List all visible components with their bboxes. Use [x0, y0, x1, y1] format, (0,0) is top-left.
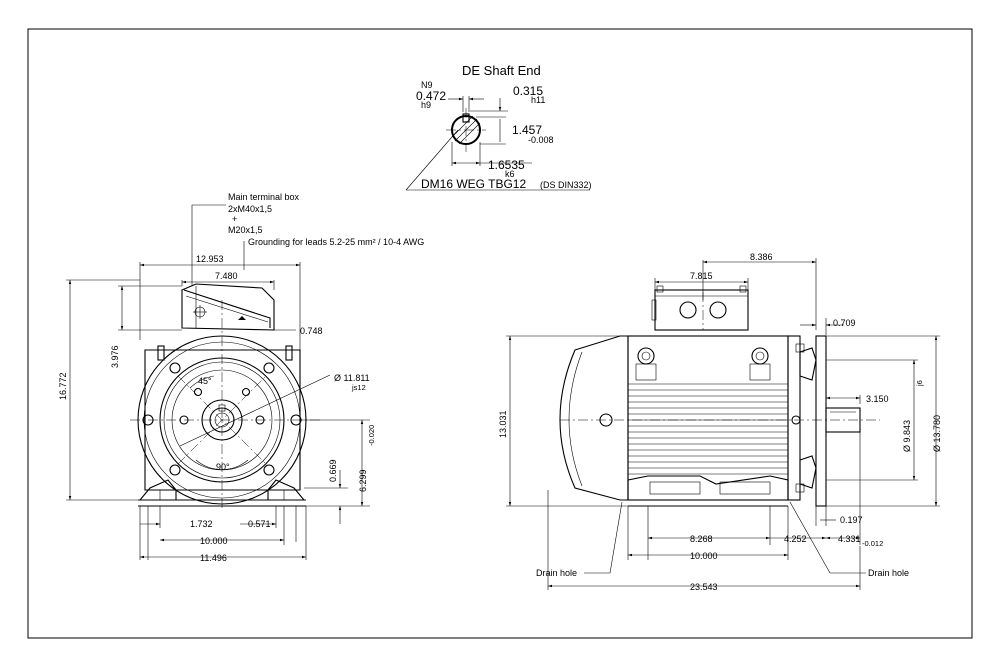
dim-foot-hole: 1.732: [190, 519, 213, 529]
dim-shaft-length: 3.150: [866, 394, 889, 404]
dim-foot-to-flange: 4.252: [784, 534, 807, 544]
depth-value: 1.457: [512, 123, 542, 137]
dim-shaft-ext: 4.331: [838, 534, 861, 544]
dim-foot-spacing: 10.000: [200, 536, 228, 546]
dim-top-overall: 12.953: [196, 254, 224, 264]
dim-box-width: 7.815: [690, 271, 713, 281]
dim-flange-od: Ø 13.780: [932, 415, 942, 452]
key-width-value: 0.472: [416, 89, 446, 103]
dim-foot-thickness: 0.669: [328, 459, 338, 482]
side-view: 7.815 8.386 0.709: [498, 252, 942, 592]
dim-box-offset: 0.748: [300, 326, 323, 336]
side-terminal-box: [651, 285, 749, 331]
fan-cowl: [559, 335, 629, 501]
dim-overall-length: 23.543: [690, 582, 718, 592]
dim-base-width: 11.496: [200, 553, 227, 563]
shaft-end-title: DE Shaft End: [462, 63, 541, 78]
cooling-fins: [628, 383, 788, 475]
key-height-value: 0.315: [513, 84, 543, 98]
dim-box-height: 3.976: [110, 345, 120, 368]
dim-height: 13.031: [498, 410, 508, 438]
grounding-note: Grounding for leads 5.2-25 mm² / 10-4 AW…: [248, 237, 424, 247]
drawing-frame: [27, 28, 973, 639]
diameter-tol: k6: [505, 169, 515, 179]
dim-spigot: Ø 9.843: [902, 420, 912, 452]
dim-spigot-tol: j6: [915, 380, 924, 387]
angle-45: 45°: [198, 376, 212, 386]
terminal-box-line2: M20x1,5: [228, 225, 263, 235]
dim-flange-dia: Ø 11.811: [334, 373, 370, 383]
thread-standard: (DS DIN332): [540, 180, 592, 190]
terminal-box-line1: 2xM40x1,5: [228, 204, 272, 214]
dim-foot-length: 10.000: [690, 551, 718, 561]
dim-foot-centers: 8.268: [690, 534, 713, 544]
drain-hole-right: Drain hole: [868, 568, 909, 578]
dim-spigot-depth: 0.197: [840, 515, 863, 525]
key-height-tol: h11: [531, 95, 545, 105]
dim-top-box: 7.480: [215, 271, 238, 281]
dim-flange-thickness: 0.709: [833, 318, 856, 328]
key-width-tol-top: N9: [421, 80, 433, 90]
front-view: Main terminal box 2xM40x1,5 + M20x1,5 Gr…: [58, 192, 424, 563]
terminal-box-title: Main terminal box: [228, 192, 300, 202]
terminal-box: [181, 283, 275, 331]
dim-shaft-height: 6.299: [358, 469, 368, 492]
shaft-end-detail: DE Shaft End N9 0.472 h9 0.315 h11 1.457…: [405, 63, 592, 191]
dim-flange-dia-tol: js12: [351, 383, 366, 392]
dim-box-to-flange: 8.386: [750, 252, 773, 262]
terminal-box-plus: +: [232, 214, 237, 224]
depth-tol: -0.008: [528, 135, 554, 145]
dim-foot-slot: 0.571: [248, 519, 271, 529]
key-width-tol-bottom: h9: [421, 100, 431, 110]
dim-shaft-height-tol: -0.020: [367, 425, 376, 446]
flange: [815, 335, 827, 507]
dim-total-height: 16.772: [58, 372, 68, 400]
thread-label: DM16 WEG TBG12: [421, 177, 526, 191]
angle-90: 90°: [216, 462, 230, 472]
drain-hole-left: Drain hole: [536, 568, 577, 578]
dim-shaft-ext-tol: -0.012: [862, 539, 883, 548]
diameter-value: 1.6535: [488, 158, 525, 172]
